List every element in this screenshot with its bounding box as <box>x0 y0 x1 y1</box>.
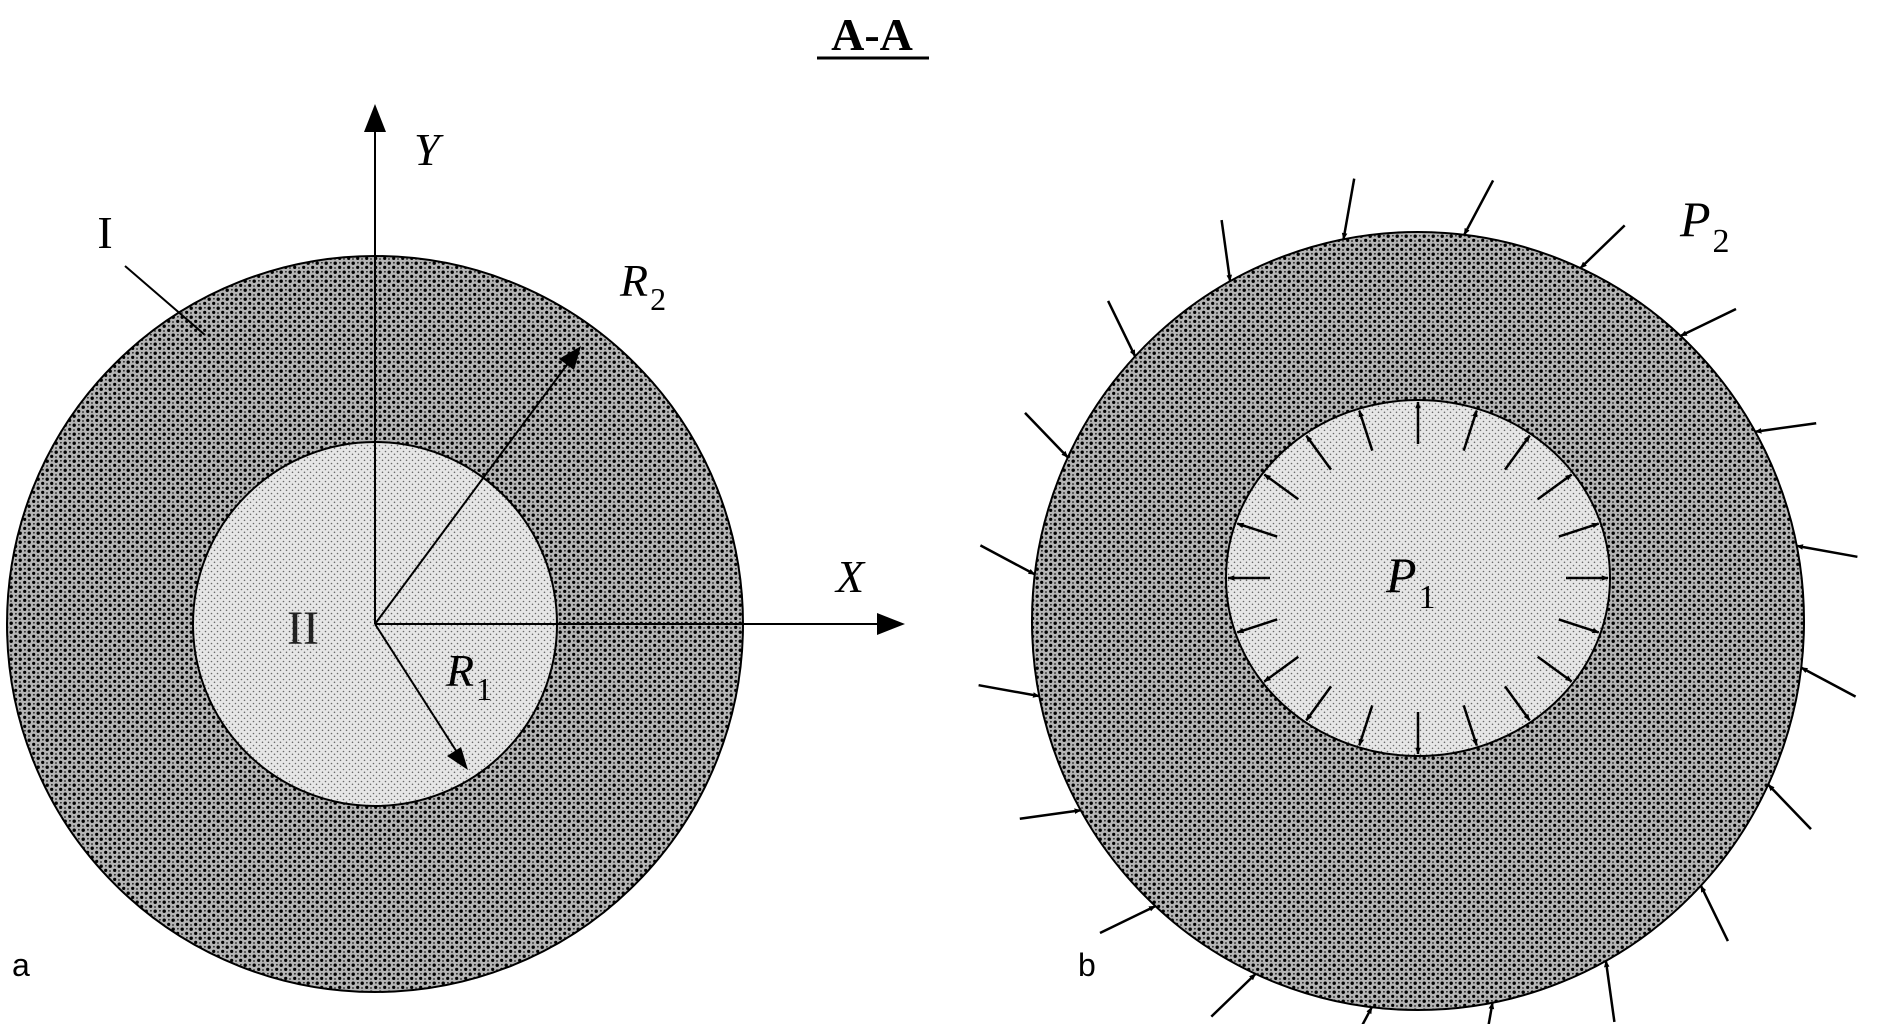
panel-b-label: b <box>1078 947 1096 983</box>
outer-radius-arrowhead <box>559 346 581 370</box>
y-axis-arrowhead <box>364 104 386 132</box>
outer-pressure-arrow <box>978 683 1040 698</box>
outer-pressure-arrow <box>1341 178 1356 240</box>
section-title: A-A <box>831 9 913 60</box>
inner-pressure-arrow <box>1358 409 1374 451</box>
inner-layer-label: II <box>287 602 319 655</box>
inner-pressure-arrow <box>1536 473 1573 501</box>
inner-radius-label: R1 <box>445 645 492 707</box>
inner-pressure-arrows <box>1227 401 1609 755</box>
outer-pressure-arrow <box>1579 224 1626 269</box>
inner-pressure-arrow <box>1558 522 1600 538</box>
inner-pressure-arrow <box>1558 618 1600 634</box>
x-axis-arrowhead <box>877 613 905 635</box>
outer-pressure-arrow <box>1106 300 1137 357</box>
outer-pressure-arrow <box>1487 1002 1495 1024</box>
outer-layer-label: I <box>97 207 112 258</box>
outer-pressure-arrow <box>1679 307 1737 338</box>
inner-pressure-arrow <box>1263 473 1300 501</box>
outer-pressure-arrow <box>1019 808 1082 821</box>
outer-pressure-arrow <box>1024 412 1069 459</box>
panel-a: I II Y X R2 R1 a <box>6 104 905 993</box>
outer-pressure-arrow <box>1699 885 1730 942</box>
outer-pressure-arrow <box>1754 421 1817 434</box>
inner-pressure-arrow <box>1462 705 1478 747</box>
outer-pressure-arrows <box>978 178 1858 1024</box>
outer-pressure-arrow <box>1767 783 1812 830</box>
inner-pressure-arrow <box>1503 685 1531 722</box>
outer-pressure-label: P2 <box>1679 191 1730 260</box>
inner-pressure-arrow <box>1305 685 1333 722</box>
inner-pressure-label: P1 <box>1385 547 1436 616</box>
outer-pressure-arrow <box>1796 544 1858 559</box>
outer-radius-line <box>374 353 576 625</box>
outer-pressure-arrow <box>1099 904 1157 935</box>
inner-pressure-arrow <box>1462 409 1478 451</box>
outer-pressure-arrow <box>1220 219 1233 282</box>
outer-pressure-arrow <box>1361 1006 1373 1024</box>
inner-pressure-arrow <box>1503 434 1531 471</box>
panel-b: P1 P2 b <box>978 178 1858 1024</box>
inner-pressure-arrow <box>1236 522 1278 538</box>
outer-pressure-arrow <box>1603 960 1616 1023</box>
outer-pressure-arrow <box>979 544 1036 576</box>
outer-pressure-arrow <box>1210 973 1257 1018</box>
inner-pressure-arrow <box>1236 618 1278 634</box>
outer-layer-leader <box>124 265 206 336</box>
inner-pressure-arrow <box>1536 655 1573 683</box>
x-axis-label: X <box>834 551 866 602</box>
outer-radius-label: R2 <box>619 255 666 317</box>
inner-radius-arrowhead <box>447 747 468 770</box>
inner-pressure-arrow <box>1358 705 1374 747</box>
panel-a-label: a <box>12 947 30 983</box>
inner-pressure-arrow <box>1305 434 1333 471</box>
y-axis-label: Y <box>414 124 444 175</box>
inner-radius-line <box>374 623 463 761</box>
inner-pressure-arrow <box>1263 655 1300 683</box>
inner-pressure-core <box>1225 399 1611 757</box>
outer-pressure-arrow <box>1800 666 1857 698</box>
outer-pressure-arrow <box>1463 179 1495 236</box>
